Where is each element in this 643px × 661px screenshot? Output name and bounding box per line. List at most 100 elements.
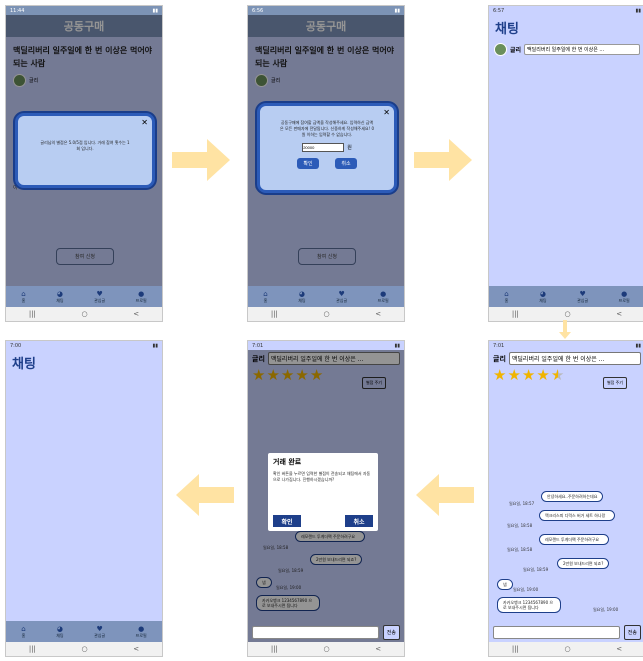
- message-time: 일요일, 18:57: [509, 501, 535, 506]
- status-bar: 11:44▮▮: [6, 6, 162, 15]
- star-icon[interactable]: ★: [266, 366, 280, 384]
- home-circle-icon[interactable]: ○: [564, 310, 571, 318]
- star-icon[interactable]: ★: [252, 366, 266, 384]
- message-bubble: 넵: [256, 577, 272, 588]
- nav-favorites[interactable]: ♥관심글: [336, 289, 348, 303]
- screen-post-amount: 6:56▮▮ 공동구매 맥딜리버리 일주일에 한 번 이상은 먹어야되는 사람 …: [247, 5, 405, 322]
- flow-arrow-left-icon: [176, 474, 234, 516]
- home-icon: ⌂: [21, 624, 26, 633]
- profile-icon: ●: [138, 289, 145, 298]
- home-circle-icon[interactable]: ○: [81, 645, 88, 653]
- nav-chat[interactable]: ◕채팅: [539, 289, 547, 303]
- message-time: 일요일, 18:59: [278, 568, 304, 573]
- system-nav: ||| ○ <: [248, 307, 404, 321]
- avatar[interactable]: [255, 74, 268, 87]
- message-input[interactable]: [493, 626, 620, 639]
- star-icon[interactable]: ★: [507, 366, 521, 384]
- deal-complete-dialog: 거래 완료 확인 버튼을 누르면 입력한 별점이 전송되고 채팅에서 자동으로 …: [268, 453, 378, 531]
- status-bar: 6:57▮▮: [489, 6, 643, 15]
- nav-profile[interactable]: ●프로필: [135, 289, 147, 303]
- heart-icon: ♥: [579, 289, 586, 298]
- back-icon[interactable]: <: [616, 645, 623, 653]
- message-bubble: 카카오뱅크 1234567890 으로 보내주시면 됩니다: [497, 597, 561, 613]
- join-button[interactable]: 참여 신청: [56, 248, 114, 265]
- confirm-button[interactable]: 확인: [273, 515, 301, 527]
- home-circle-icon[interactable]: ○: [81, 310, 88, 318]
- rating-stars[interactable]: ★★★★★: [489, 367, 643, 383]
- home-circle-icon[interactable]: ○: [323, 310, 330, 318]
- nav-home[interactable]: ⌂홈: [504, 289, 509, 303]
- close-icon[interactable]: ✕: [383, 108, 390, 117]
- nav-profile[interactable]: ●프로필: [135, 624, 147, 638]
- star-icon[interactable]: ★: [295, 366, 309, 384]
- message-input-bar: 전송: [248, 623, 404, 642]
- nav-home[interactable]: ⌂홈: [21, 289, 26, 303]
- nav-chat[interactable]: ◕채팅: [56, 289, 64, 303]
- message-time: 일요일, 18:58: [507, 547, 533, 552]
- cancel-button[interactable]: 취소: [345, 515, 373, 527]
- close-icon[interactable]: ✕: [141, 118, 148, 127]
- amount-input[interactable]: [302, 143, 345, 152]
- avatar: [494, 43, 507, 56]
- recent-apps-icon[interactable]: |||: [511, 645, 519, 653]
- recent-apps-icon[interactable]: |||: [511, 310, 519, 318]
- send-button[interactable]: 전송: [623, 625, 641, 640]
- profile-icon: ●: [138, 624, 145, 633]
- rating-stars[interactable]: ★★★★★: [248, 367, 404, 383]
- status-bar: 6:56▮▮: [248, 6, 404, 15]
- star-half-icon[interactable]: ★: [550, 366, 565, 384]
- back-icon[interactable]: <: [616, 310, 623, 318]
- profile-icon: ●: [621, 289, 628, 298]
- back-icon[interactable]: <: [133, 310, 140, 318]
- nav-chat[interactable]: ◕채팅: [298, 289, 306, 303]
- message-time: 일요일, 18:59: [523, 567, 549, 572]
- system-nav: ||| ○ <: [6, 307, 162, 321]
- bottom-nav: ⌂홈 ◕채팅 ♥관심글 ●프로필: [6, 286, 162, 307]
- chat-room-name: 글리: [510, 47, 522, 54]
- rating-text: 글리님의 별점은 5.0/5점 입니다. 거래 참여 횟수는 1회 입니다.: [40, 140, 130, 151]
- back-icon[interactable]: <: [375, 645, 382, 653]
- heart-icon: ♥: [96, 289, 103, 298]
- status-bar: 7:01▮▮: [248, 341, 404, 350]
- nav-profile[interactable]: ●프로필: [618, 289, 630, 303]
- nav-home[interactable]: ⌂홈: [263, 289, 268, 303]
- screen-chat-list-empty: 7:00▮▮ 채팅 ⌂홈 ◕채팅 ♥관심글 ●프로필 |||○<: [5, 340, 163, 657]
- avatar[interactable]: [13, 74, 26, 87]
- recent-apps-icon[interactable]: |||: [270, 645, 278, 653]
- star-icon[interactable]: ★: [280, 366, 295, 384]
- recent-apps-icon[interactable]: |||: [28, 310, 36, 318]
- rate-button[interactable]: 별점 주기: [603, 377, 627, 389]
- back-icon[interactable]: <: [133, 645, 140, 653]
- cancel-button[interactable]: 취소: [335, 158, 357, 169]
- message-bubble: 레모랜드 투게더팩 주문하려구요: [539, 534, 609, 545]
- home-circle-icon[interactable]: ○: [564, 645, 571, 653]
- nav-favorites[interactable]: ♥관심글: [94, 624, 106, 638]
- send-button[interactable]: 전송: [382, 625, 400, 640]
- star-icon[interactable]: ★: [536, 366, 550, 384]
- rating-modal: ✕ 글리님의 별점은 5.0/5점 입니다. 거래 참여 횟수는 1회 입니다.: [15, 113, 155, 188]
- post-author: 글리: [248, 70, 404, 91]
- star-icon[interactable]: ★: [309, 366, 324, 384]
- amount-instructions: 공동구매에 참여할 금액을 작성해주세요. 입력하신 금액은 모든 판매자에 전…: [280, 120, 375, 137]
- home-icon: ⌂: [263, 289, 268, 298]
- nav-favorites[interactable]: ♥관심글: [577, 289, 589, 303]
- nav-profile[interactable]: ●프로필: [377, 289, 389, 303]
- confirm-button[interactable]: 확인: [297, 158, 319, 169]
- back-icon[interactable]: <: [375, 310, 382, 318]
- recent-apps-icon[interactable]: |||: [28, 645, 36, 653]
- rate-button[interactable]: 별점 주기: [362, 377, 386, 389]
- nav-favorites[interactable]: ♥관심글: [94, 289, 106, 303]
- recent-apps-icon[interactable]: |||: [270, 310, 278, 318]
- home-circle-icon[interactable]: ○: [323, 645, 330, 653]
- nav-chat[interactable]: ◕채팅: [56, 624, 64, 638]
- chat-title: 채팅: [12, 357, 36, 372]
- chat-room-item[interactable]: 글리 맥딜리버리 일주일에 한 번 이상은 ...: [489, 40, 643, 59]
- star-icon[interactable]: ★: [493, 366, 507, 384]
- join-button[interactable]: 참여 신청: [298, 248, 356, 265]
- home-icon: ⌂: [504, 289, 509, 298]
- star-icon[interactable]: ★: [521, 366, 536, 384]
- message-input[interactable]: [252, 626, 379, 639]
- nav-home[interactable]: ⌂홈: [21, 624, 26, 638]
